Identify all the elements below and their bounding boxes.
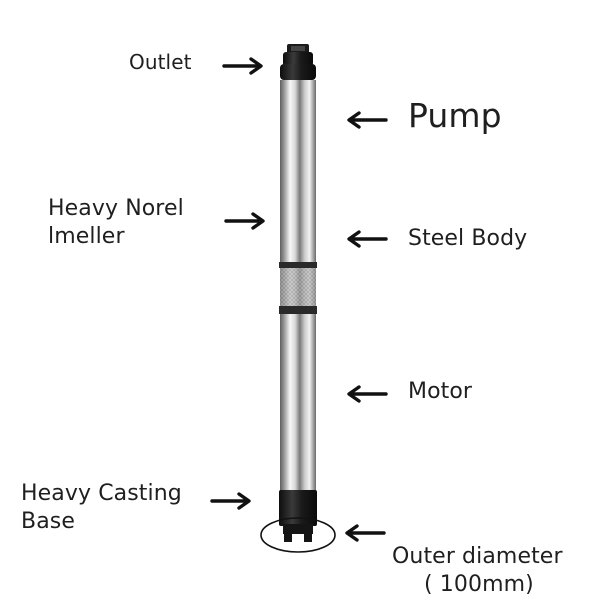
submersible-pump-illustration [250, 38, 346, 558]
label-outlet: Outlet [129, 50, 192, 74]
label-pump: Pump [408, 96, 502, 135]
arrow-left-icon [344, 229, 388, 249]
label-outer-diameter-title: Outer diameter [392, 544, 563, 570]
label-heavy-casting-base: Heavy Casting Base [21, 481, 182, 535]
arrow-left-icon [344, 384, 388, 404]
motor-section [280, 314, 316, 492]
label-outer-diameter: Outer diameter ( 100mm) [392, 515, 563, 600]
pump-section [279, 80, 317, 268]
arrow-left-icon [342, 523, 386, 543]
suction-strainer [279, 268, 317, 314]
arrow-right-icon [224, 211, 268, 231]
outer-diameter-marker [260, 517, 336, 553]
label-outer-diameter-value: ( 100mm) [424, 572, 534, 598]
arrow-left-icon [344, 110, 388, 130]
arrow-right-icon [222, 56, 266, 76]
outlet-head [280, 44, 316, 80]
casting-base [279, 490, 317, 542]
label-steel-body: Steel Body [408, 226, 528, 251]
label-heavy-impeller: Heavy Norel lmeller [48, 196, 184, 250]
label-motor: Motor [408, 379, 473, 404]
arrow-right-icon [210, 491, 254, 511]
